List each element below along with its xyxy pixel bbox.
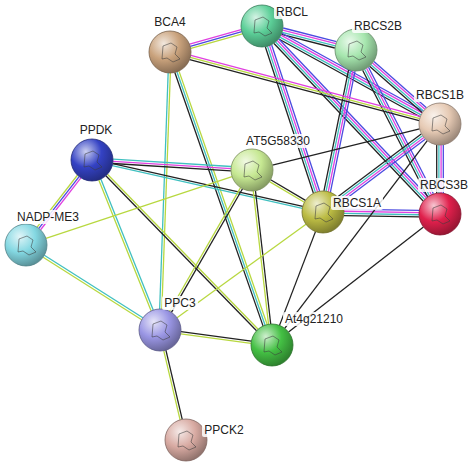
protein-node: RBCL bbox=[240, 4, 284, 48]
evidence-line bbox=[162, 73, 170, 309]
protein-node: NADP-ME3 bbox=[4, 223, 48, 267]
interaction-edge bbox=[170, 188, 243, 313]
protein-node: RBCS1A bbox=[301, 190, 345, 234]
node-sphere bbox=[418, 192, 462, 236]
evidence-line bbox=[160, 73, 168, 309]
evidence-line bbox=[344, 216, 419, 217]
protein-node: PPCK2 bbox=[164, 418, 208, 462]
evidence-line bbox=[166, 350, 182, 419]
node-label: RBCS1A bbox=[331, 196, 383, 210]
evidence-line bbox=[267, 46, 315, 192]
evidence-line bbox=[330, 71, 355, 192]
evidence-line bbox=[272, 45, 320, 191]
evidence-line bbox=[164, 351, 180, 420]
evidence-line bbox=[46, 177, 232, 239]
evidence-line bbox=[324, 70, 349, 191]
evidence-line bbox=[190, 57, 419, 118]
node-label: PPC3 bbox=[162, 296, 197, 310]
protein-node: RBCS2B bbox=[334, 28, 378, 72]
interaction-edge bbox=[160, 73, 171, 309]
evidence-line bbox=[106, 176, 257, 331]
interaction-edge bbox=[112, 164, 303, 209]
interaction-edge bbox=[106, 174, 258, 330]
evidence-line bbox=[285, 141, 428, 329]
evidence-line bbox=[112, 166, 302, 209]
node-sphere bbox=[230, 148, 274, 192]
evidence-line bbox=[181, 334, 251, 343]
interaction-edge bbox=[265, 45, 319, 193]
evidence-line bbox=[43, 257, 142, 320]
evidence-line bbox=[181, 332, 251, 341]
protein-node: PPDK bbox=[70, 138, 114, 182]
node-label: RBCS3B bbox=[418, 178, 470, 192]
evidence-line bbox=[270, 182, 305, 203]
node-label: RBCS1B bbox=[414, 88, 466, 102]
node-label: AT5G58330 bbox=[244, 134, 312, 148]
interaction-edge bbox=[270, 180, 306, 203]
node-sphere bbox=[418, 102, 462, 146]
interaction-edge bbox=[43, 255, 143, 319]
node-label: RBCS2B bbox=[352, 19, 404, 33]
evidence-line bbox=[372, 63, 424, 109]
node-sphere bbox=[334, 28, 378, 72]
evidence-line bbox=[282, 34, 335, 48]
protein-node: At4g21210 bbox=[250, 323, 294, 367]
node-label: NADP-ME3 bbox=[15, 210, 81, 224]
interaction-edge bbox=[113, 159, 231, 171]
evidence-line bbox=[344, 211, 419, 212]
interaction-edge bbox=[181, 332, 252, 344]
evidence-line bbox=[344, 213, 419, 214]
evidence-line bbox=[99, 180, 151, 311]
interaction-edge bbox=[99, 179, 153, 311]
evidence-line bbox=[326, 70, 351, 191]
evidence-line bbox=[190, 60, 419, 121]
evidence-line bbox=[271, 180, 306, 201]
node-label: RBCL bbox=[274, 5, 310, 19]
protein-node: BCA4 bbox=[148, 30, 192, 74]
evidence-line bbox=[107, 174, 258, 329]
evidence-line bbox=[171, 189, 242, 313]
node-label: At4g21210 bbox=[283, 312, 345, 326]
node-label: BCA4 bbox=[152, 15, 187, 29]
node-sphere bbox=[250, 323, 294, 367]
interaction-edge bbox=[253, 191, 270, 325]
node-sphere bbox=[148, 30, 192, 74]
interaction-edge bbox=[46, 177, 232, 239]
evidence-line bbox=[191, 55, 420, 116]
interaction-edge bbox=[344, 209, 419, 217]
node-label: PPCK2 bbox=[202, 423, 245, 437]
evidence-line bbox=[190, 32, 242, 47]
interaction-edge bbox=[324, 70, 355, 192]
node-sphere bbox=[138, 308, 182, 352]
evidence-line bbox=[177, 72, 265, 325]
evidence-line bbox=[340, 138, 423, 201]
protein-node: PPC3 bbox=[138, 308, 182, 352]
evidence-line bbox=[342, 139, 425, 202]
node-label: PPDK bbox=[78, 123, 115, 137]
interaction-edge bbox=[164, 350, 182, 420]
evidence-line bbox=[328, 71, 353, 192]
protein-node: RBCS1B bbox=[418, 102, 462, 146]
evidence-line bbox=[282, 32, 335, 46]
evidence-line bbox=[191, 34, 243, 49]
interaction-edge bbox=[175, 71, 267, 326]
evidence-line bbox=[44, 255, 143, 318]
protein-node: AT5G58330 bbox=[230, 148, 274, 192]
interaction-edge bbox=[190, 30, 243, 49]
evidence-line bbox=[255, 191, 270, 324]
node-sphere bbox=[4, 223, 48, 267]
protein-node: RBCS3B bbox=[418, 192, 462, 236]
interaction-edge bbox=[338, 134, 425, 202]
evidence-line bbox=[270, 46, 318, 192]
evidence-line bbox=[170, 188, 241, 312]
node-sphere bbox=[70, 138, 114, 182]
evidence-line bbox=[101, 179, 153, 310]
interaction-edge bbox=[285, 141, 428, 329]
interaction-edge bbox=[190, 55, 421, 120]
